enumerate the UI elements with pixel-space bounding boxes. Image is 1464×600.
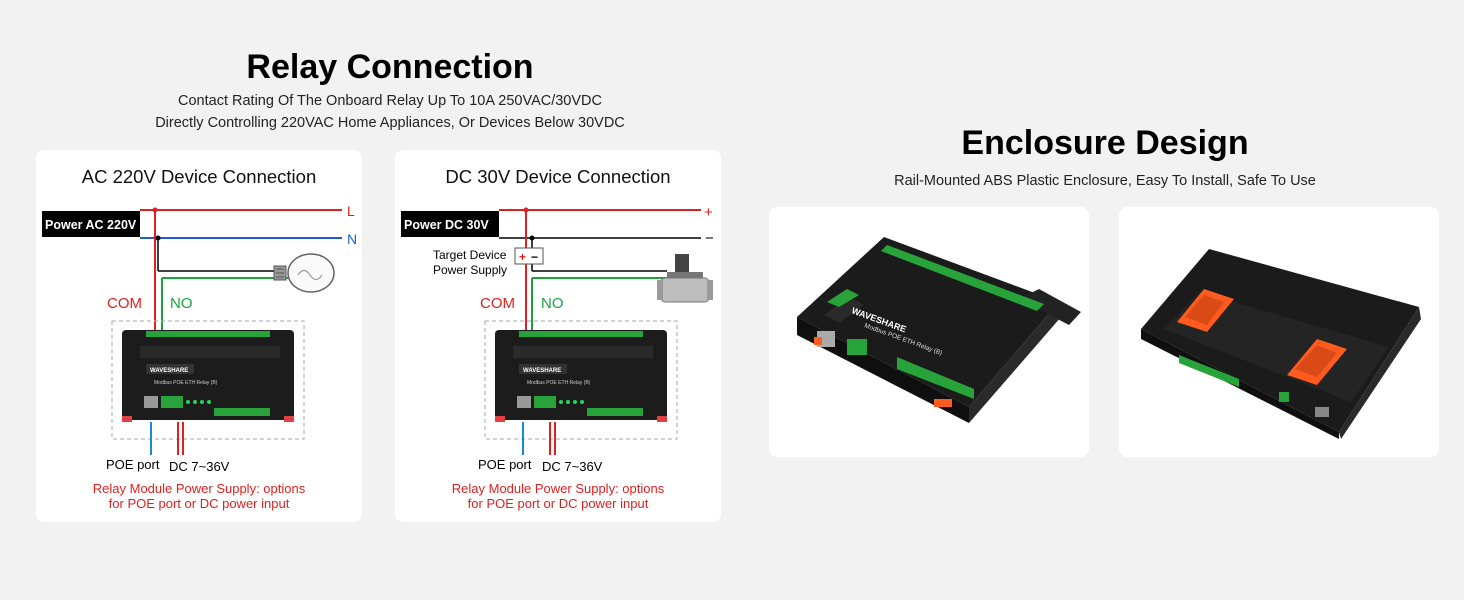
dc-box-minus: − (531, 250, 538, 264)
dc-no-label: NO (541, 295, 564, 312)
dc-target-1: Target Device (433, 248, 507, 262)
ac-line-n-label: N (347, 231, 357, 247)
ac-module-outline (111, 320, 305, 440)
ac-power-box (42, 211, 140, 237)
dc-box-plus: + (519, 250, 526, 264)
ac-poe-label: POE port (106, 457, 160, 472)
dc-target-2: Power Supply (433, 263, 507, 277)
ac-wiring-diagram: WAVESHARE Modbus POE ETH Relay (B) Power… (42, 203, 357, 474)
svg-text:WAVESHARE: WAVESHARE (523, 368, 561, 374)
dc-poe-label: POE port (478, 457, 532, 472)
ac-note-line-1: Relay Module Power Supply: options (92, 481, 306, 496)
relay-line-2: Directly Controlling 220VAC Home Applian… (155, 115, 625, 131)
enclosure-back-image (1141, 249, 1421, 439)
ac-com-label: COM (107, 295, 142, 312)
relay-title: Relay Connection (246, 48, 534, 86)
dc-plus-label: + (704, 204, 713, 221)
dc-connection-card: DC 30V Device Connection WAVESHARE Mo (395, 150, 721, 522)
dc-note-line-1: Relay Module Power Supply: options (451, 481, 665, 496)
enclosure-subtitle: Rail-Mounted ABS Plastic Enclosure, Easy… (894, 173, 1316, 189)
enclosure-title: Enclosure Design (961, 124, 1249, 162)
ac-no-label: NO (170, 295, 193, 312)
enclosure-front-image: WAVESHARE Modbus POE ETH Relay (B) (797, 237, 1081, 423)
dc-card-title: DC 30V Device Connection (445, 166, 671, 187)
enclosure-photo-front: WAVESHARE Modbus POE ETH Relay (B) (769, 207, 1089, 457)
dc-dc-label: DC 7~36V (542, 459, 603, 474)
dc-note-line-2: for POE port or DC power input (467, 496, 649, 511)
ac-dc-label: DC 7~36V (169, 459, 230, 474)
svg-text:Modbus POE ETH Relay (B): Modbus POE ETH Relay (B) (527, 380, 591, 386)
ac-power-label: Power AC 220V (45, 218, 137, 232)
dc-power-label: Power DC 30V (404, 218, 489, 232)
relay-line-1: Contact Rating Of The Onboard Relay Up T… (178, 93, 602, 109)
ac-relay-module: WAVESHARE Modbus POE ETH Relay (B) (122, 330, 294, 422)
dc-power-note: Relay Module Power Supply: options for P… (395, 481, 721, 511)
solenoid-valve-icon (657, 254, 713, 303)
dc-wiring-diagram: WAVESHARE Modbus POE ETH Relay (B) Power… (401, 204, 714, 474)
ac-connection-card: AC 220V Device Connection (36, 150, 362, 522)
ac-power-note: Relay Module Power Supply: options for P… (36, 481, 362, 511)
dc-minus-label: − (705, 230, 714, 247)
svg-text:WAVESHARE: WAVESHARE (150, 368, 188, 374)
dc-relay-module: WAVESHARE Modbus POE ETH Relay (B) (495, 330, 667, 422)
ac-note-line-2: for POE port or DC power input (108, 496, 290, 511)
dc-com-label: COM (480, 295, 515, 312)
ac-line-l-label: L (347, 203, 355, 219)
enclosure-photo-back (1119, 207, 1439, 457)
relay-subtitle: Contact Rating Of The Onboard Relay Up T… (90, 90, 690, 134)
ac-card-title: AC 220V Device Connection (81, 166, 317, 187)
svg-text:Modbus POE ETH Relay (B): Modbus POE ETH Relay (B) (154, 380, 218, 386)
light-bulb-icon (273, 253, 335, 293)
